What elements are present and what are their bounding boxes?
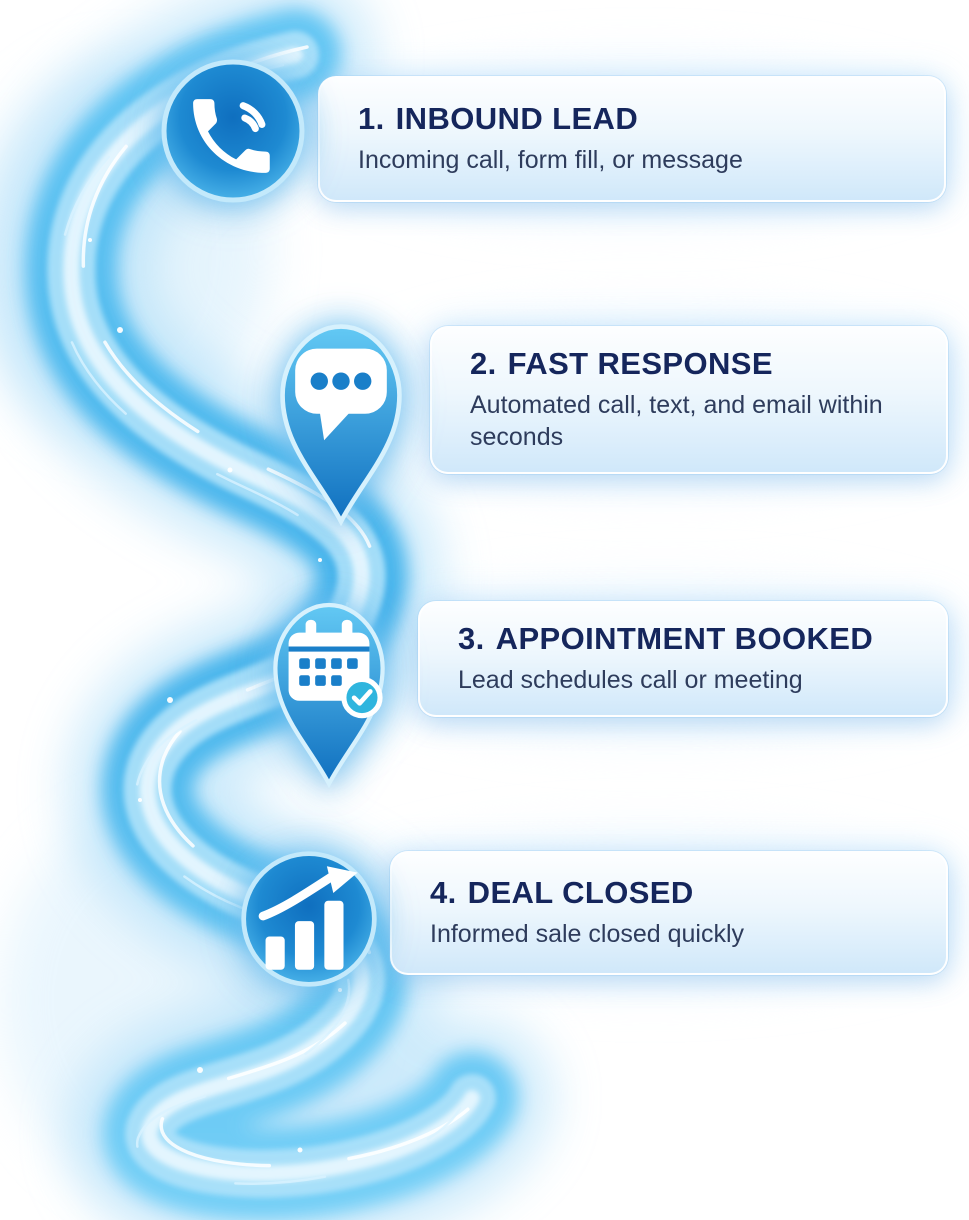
- step-4-title: 4.DEAL CLOSED: [430, 875, 694, 911]
- chat-bubble-icon: [280, 324, 402, 526]
- step-2-card: 2.FAST RESPONSE Automated call, text, an…: [430, 326, 948, 474]
- step-4-card: 4.DEAL CLOSED Informed sale closed quick…: [390, 851, 948, 975]
- step-1-description: Incoming call, form fill, or message: [358, 146, 743, 175]
- phone-icon: [161, 59, 305, 203]
- growth-chart-icon: [241, 851, 377, 987]
- step-3-title: 3.APPOINTMENT BOOKED: [458, 621, 874, 657]
- step-3-card: 3.APPOINTMENT BOOKED Lead schedules call…: [418, 601, 948, 717]
- step-2-badge: [262, 308, 420, 526]
- step-1-badge: [158, 56, 308, 206]
- step-3-badge: [256, 588, 402, 788]
- calendar-check-icon: [273, 602, 385, 788]
- step-1-card: 1.INBOUND LEAD Incoming call, form fill,…: [318, 76, 946, 202]
- step-2-description: Automated call, text, and email within s…: [470, 390, 883, 452]
- step-1-title: 1.INBOUND LEAD: [358, 101, 639, 137]
- step-4-description: Informed sale closed quickly: [430, 920, 745, 949]
- step-3-description: Lead schedules call or meeting: [458, 666, 803, 695]
- step-4-badge: [238, 848, 380, 990]
- step-2-title: 2.FAST RESPONSE: [470, 346, 773, 382]
